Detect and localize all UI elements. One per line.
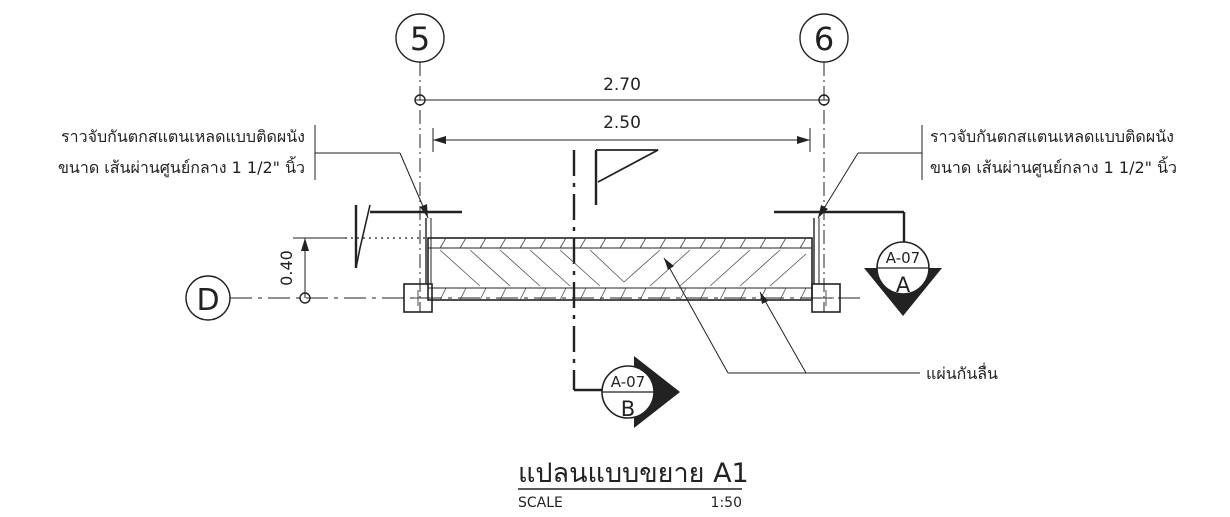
waterproof-note: แผ่นกันลื่น [926,362,998,383]
section-marker-A-sheet: A-07 [886,249,920,267]
section-marker-B: A-07 B [601,356,680,428]
grid-axis-D-label: D [196,283,219,318]
scale-label: SCALE [518,495,563,511]
landing-slab [427,237,813,301]
title-block: แปลนแบบขยาย A1 SCALE 1:50 [518,458,749,511]
handrail-note-left: ราวจับกันตกสแตนเหลดแบบติดผนัง ขนาด เส้นผ… [58,125,316,180]
grid-axis-D: D [185,275,860,321]
leader-handrail-left [315,152,429,219]
leader-waterproof [663,257,920,374]
handrail-note-right-line1: ราวจับกันตกสแตนเหลดแบบติดผนัง [930,127,1174,146]
section-marker-B-letter: B [621,397,635,421]
handrail-note-right: ราวจับกันตกสแตนเหลดแบบติดผนัง ขนาด เส้นผ… [921,125,1177,180]
dimension-overall: 2.70 [415,75,829,101]
section-marker-A: A-07 A [864,241,942,316]
drawing-title: แปลนแบบขยาย A1 [518,458,749,489]
scale-value: 1:50 [711,495,742,511]
post-right [811,218,841,313]
post-left [403,218,433,313]
grid-axis-6: 6 [799,13,849,312]
handrail-note-left-line1: ราวจับกันตกสแตนเหลดแบบติดผนัง [61,127,305,146]
handrail-note-left-line2: ขนาด เส้นผ่านศูนย์กลาง 1 1/2" นิ้ว [58,156,305,178]
section-marker-A-letter: A [896,273,911,297]
dimension-clear: 2.50 [432,113,811,152]
dimension-height: 0.40 [277,237,425,298]
grid-axis-5-label: 5 [410,20,430,58]
handrail-note-right-line2: ขนาด เส้นผ่านศูนย์กลาง 1 1/2" นิ้ว [930,156,1177,178]
handrail-left-mark [354,204,462,269]
leader-handrail-right [817,152,922,219]
section-marker-B-sheet: A-07 [611,373,645,391]
dimension-height-label: 0.40 [277,250,296,286]
section-cut-line [572,149,659,392]
grid-axis-6-label: 6 [814,20,834,58]
dimension-clear-label: 2.50 [603,113,641,133]
dimension-overall-label: 2.70 [603,75,641,95]
grid-axis-5: 5 [395,13,445,312]
